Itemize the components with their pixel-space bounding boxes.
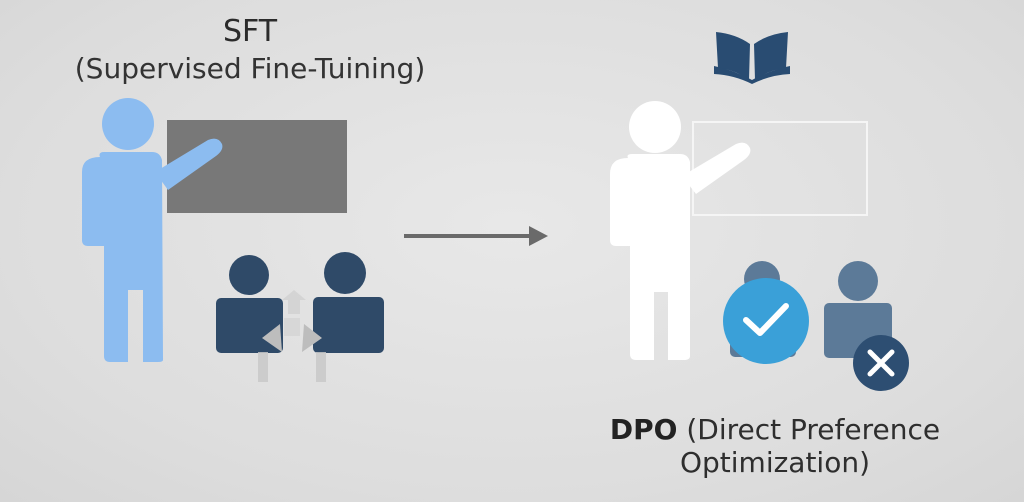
- arrow-right-icon: [404, 226, 548, 246]
- dpo-abbr: DPO: [609, 413, 678, 446]
- sft-merge-arrows-icon: [258, 290, 326, 382]
- sft-teacher-figure: [82, 98, 223, 362]
- dpo-teacher-figure: [610, 101, 751, 360]
- sft-panel: [82, 98, 384, 382]
- book-icon: [714, 32, 790, 84]
- sft-subtitle: (Supervised Fine-Tuining): [74, 52, 426, 85]
- dpo-expansion-line2: Optimization): [679, 446, 871, 479]
- cross-icon: [853, 335, 909, 391]
- sft-student-right: [313, 252, 384, 353]
- dpo-label: DPO (Direct Preference Optimization): [600, 413, 950, 479]
- sft-title: SFT: [222, 14, 278, 49]
- dpo-expansion-line1: (Direct Preference: [677, 413, 941, 446]
- checkmark-icon: [723, 278, 809, 364]
- dpo-board: [692, 121, 868, 216]
- dpo-panel: [610, 32, 909, 391]
